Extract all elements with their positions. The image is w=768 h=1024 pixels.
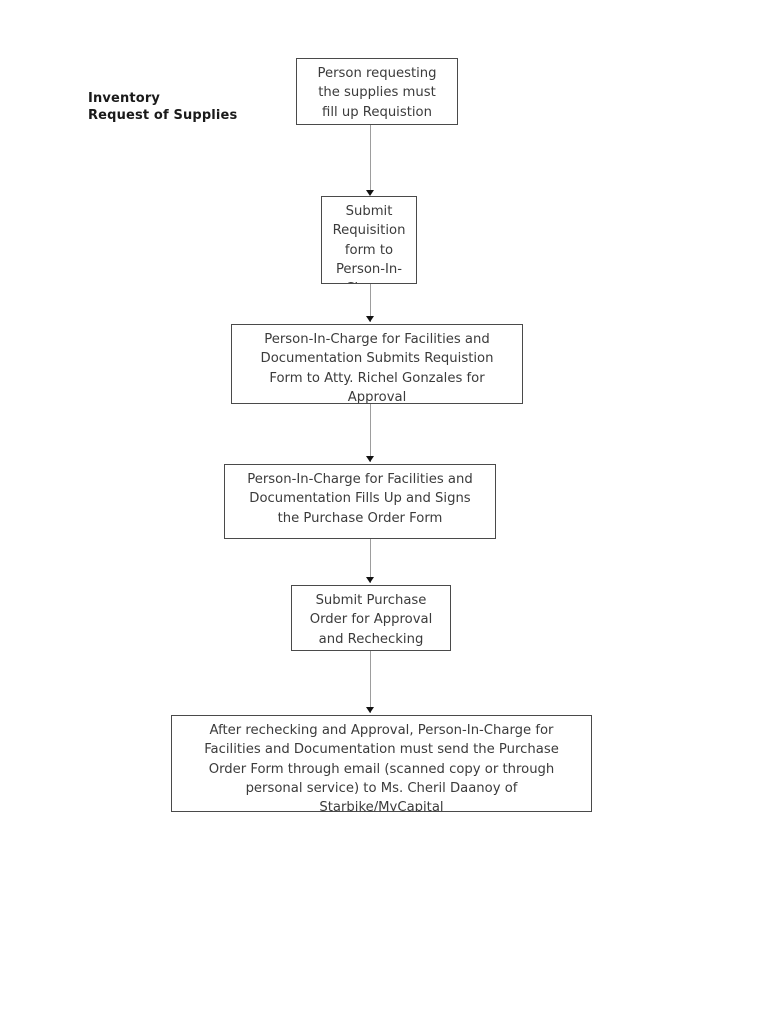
flowchart-node-submit-purchase-order-for-approval[interactable]: Submit Purchase Order for Approval and R… (291, 585, 451, 651)
connector-node2-to-node3 (370, 284, 371, 322)
flowchart-node-label: Person-In-Charge for Facilities and Docu… (247, 472, 473, 526)
flowchart-node-label: Submit Purchase Order for Approval and R… (309, 593, 433, 647)
flowchart-node-fill-and-sign-purchase-order[interactable]: Person-In-Charge for Facilities and Docu… (224, 464, 496, 539)
arrowhead-icon (365, 316, 374, 322)
arrowhead-icon (365, 707, 374, 713)
arrowhead-icon (365, 190, 374, 196)
flowchart-node-label: Person requesting the supplies must fill… (317, 66, 437, 120)
connector-node4-to-node5 (370, 539, 371, 583)
flowchart-node-label: After rechecking and Approval, Person-In… (204, 723, 559, 812)
connector-node3-to-node4 (370, 404, 371, 462)
flowchart-node-submit-to-atty-for-approval[interactable]: Person-In-Charge for Facilities and Docu… (231, 324, 523, 404)
arrowhead-icon (365, 577, 374, 583)
flowchart-node-label: Person-In-Charge for Facilities and Docu… (260, 332, 494, 404)
flowchart-node-fill-up-requisition[interactable]: Person requesting the supplies must fill… (296, 58, 458, 125)
flowchart-node-label: Submit Requisition form to Person-In- Ch… (332, 204, 406, 283)
flowchart-node-send-purchase-order-to-supplier[interactable]: After rechecking and Approval, Person-In… (171, 715, 592, 812)
connector-node1-to-node2 (370, 125, 371, 191)
diagram-title: Inventory Request of Supplies (88, 91, 238, 123)
arrowhead-icon (365, 456, 374, 462)
connector-node5-to-node6 (370, 651, 371, 713)
flowchart-node-submit-requisition-form[interactable]: Submit Requisition form to Person-In- Ch… (321, 196, 417, 284)
